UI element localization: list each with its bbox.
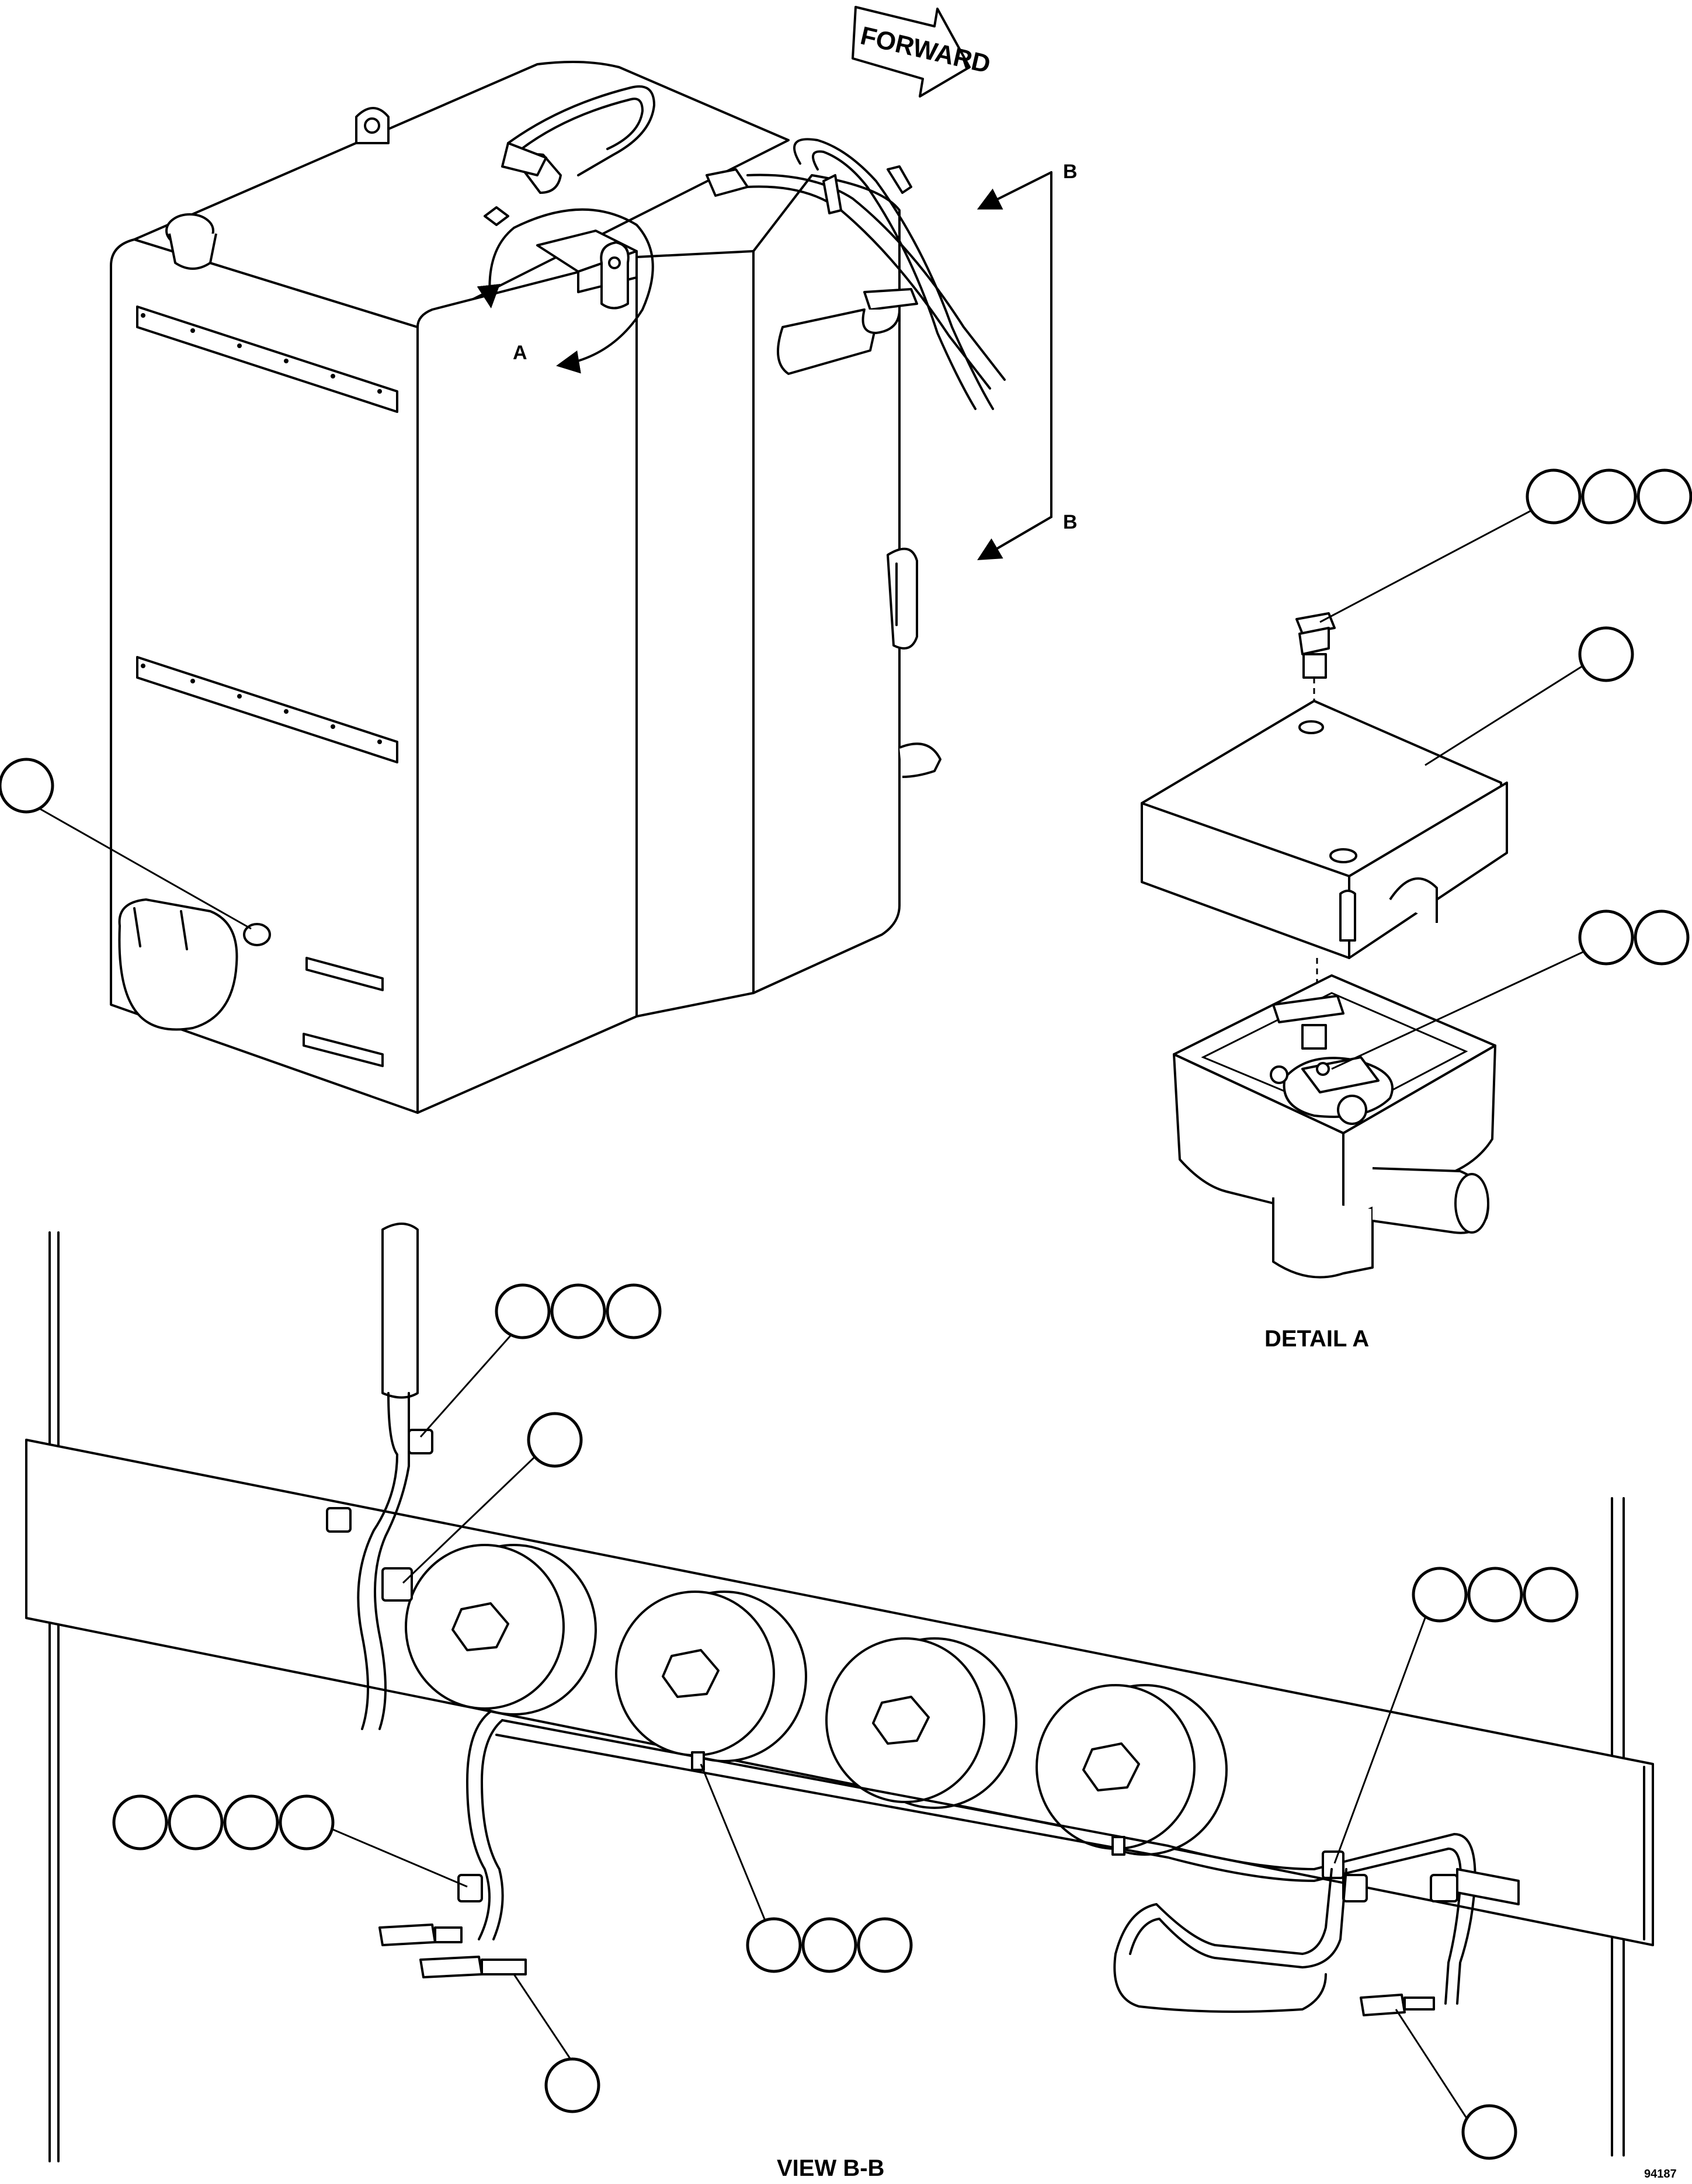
callout-detail-sender bbox=[1331, 909, 1690, 1070]
fuel-tank: A bbox=[110, 61, 1006, 1114]
drawing-number: 94187 bbox=[1644, 2168, 1677, 2180]
callout-view-center-clip bbox=[700, 1763, 913, 1973]
callout-view-bottom-plug bbox=[513, 1974, 600, 2113]
callout-view-right-plug bbox=[1395, 2009, 1517, 2160]
detail-a: DETAIL A bbox=[1141, 612, 1508, 1352]
callout-view-upper-clip bbox=[419, 1283, 662, 1438]
callout-view-right-clip bbox=[1333, 1567, 1579, 1864]
section-marker-top: B bbox=[1063, 161, 1078, 183]
detail-a-title: DETAIL A bbox=[1264, 1326, 1369, 1352]
section-b-b-markers: B B bbox=[977, 161, 1078, 561]
callouts bbox=[0, 468, 1692, 2160]
view-b-b: VIEW B-B bbox=[25, 1223, 1654, 2181]
callout-tank-left bbox=[0, 758, 252, 930]
forward-arrow: FORWARD bbox=[852, 6, 993, 98]
callout-detail-cover bbox=[1425, 626, 1634, 766]
callout-view-left-clip bbox=[112, 1794, 468, 1888]
detail-a-callout: A bbox=[513, 342, 527, 364]
callout-view-connector bbox=[402, 1412, 583, 1584]
section-marker-bottom: B bbox=[1063, 511, 1078, 533]
callout-detail-bolt bbox=[1319, 468, 1692, 623]
view-b-b-title: VIEW B-B bbox=[777, 2155, 884, 2181]
